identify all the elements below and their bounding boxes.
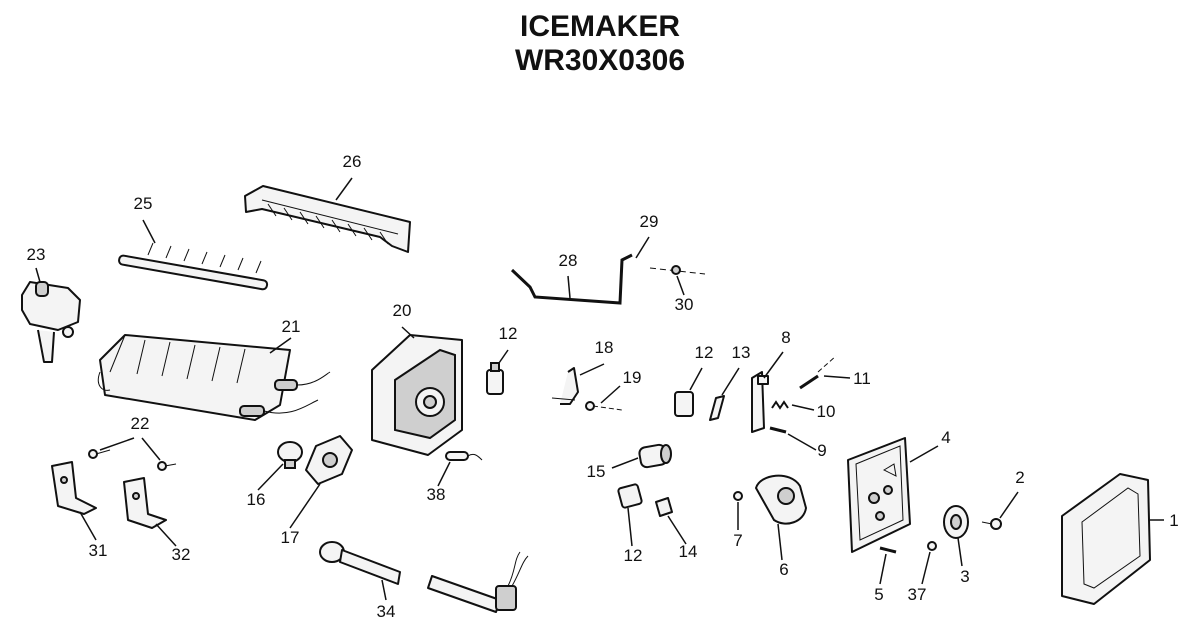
part-11-screw [799,355,851,390]
callout-10: 10 [817,402,836,421]
part-12-switch-b [674,367,703,417]
callout-1: 1 [1169,511,1178,530]
callout-12: 12 [695,343,714,362]
callout-32: 32 [172,545,191,564]
callout-22: 22 [131,414,150,433]
callout-28: 28 [559,251,578,270]
callout-20: 20 [393,301,412,320]
part-3-gear [943,505,969,567]
callout-16: 16 [247,490,266,509]
part-12-switch-c [617,483,643,547]
callout-12: 12 [499,324,518,343]
part-5-screw [879,546,897,585]
part-31-bracket [51,461,97,541]
callout-17: 17 [281,528,300,547]
part-26-ice-stripper [244,177,411,253]
callout-25: 25 [134,194,153,213]
callout-21: 21 [282,317,301,336]
callout-31: 31 [89,541,108,560]
part-15-plug [611,443,672,469]
part-23-fill-cup [21,267,81,363]
part-7-screw [733,491,743,530]
part-25-ejector [118,219,269,291]
part-12-switch-a [486,349,509,395]
part-22-screws [88,437,177,471]
callout-6: 6 [779,560,788,579]
part-28-shutoff-arm [510,236,706,305]
callout-18: 18 [595,338,614,357]
part-6-motor [755,474,807,561]
callout-7: 7 [733,531,742,550]
part-number: WR30X0306 [514,44,686,77]
part-19-screw [585,385,623,411]
callout-37: 37 [908,585,927,604]
callout-29: 29 [640,212,659,231]
callout-8: 8 [781,328,790,347]
callout-13: 13 [732,343,751,362]
callout-19: 19 [623,368,642,387]
callout-14: 14 [679,542,698,561]
part-17-gasket [289,435,353,529]
part-21-mold-and-heater [97,334,331,421]
part-34-wire-harness [319,541,529,613]
part-32-bracket [123,477,177,547]
part-10-spring [771,400,815,411]
callout-5: 5 [874,585,883,604]
part-9-screw [769,426,817,451]
callout-23: 23 [27,245,46,264]
callout-2: 2 [1015,468,1024,487]
callout-12: 12 [624,546,643,565]
part-18-lever [551,363,605,405]
callout-38: 38 [427,485,446,504]
callout-9: 9 [817,441,826,460]
part-4-mounting-plate [847,437,939,553]
part-1-cover [1061,473,1164,605]
part-16-fitting [257,441,303,491]
part-2-screw [981,491,1019,530]
callout-3: 3 [960,567,969,586]
part-20-housing [371,326,463,456]
callout-26: 26 [343,152,362,171]
callout-15: 15 [587,462,606,481]
callout-34: 34 [377,602,396,621]
part-38-thermostat [437,451,483,487]
callout-4: 4 [941,428,950,447]
callout-11: 11 [853,369,871,388]
part-37-nut [921,541,937,585]
callout-30: 30 [675,295,694,314]
part-13-cam [709,367,740,421]
part-14-clip [655,497,687,545]
part-8-bracket [751,351,784,433]
diagram-title: ICEMAKER [519,10,680,43]
